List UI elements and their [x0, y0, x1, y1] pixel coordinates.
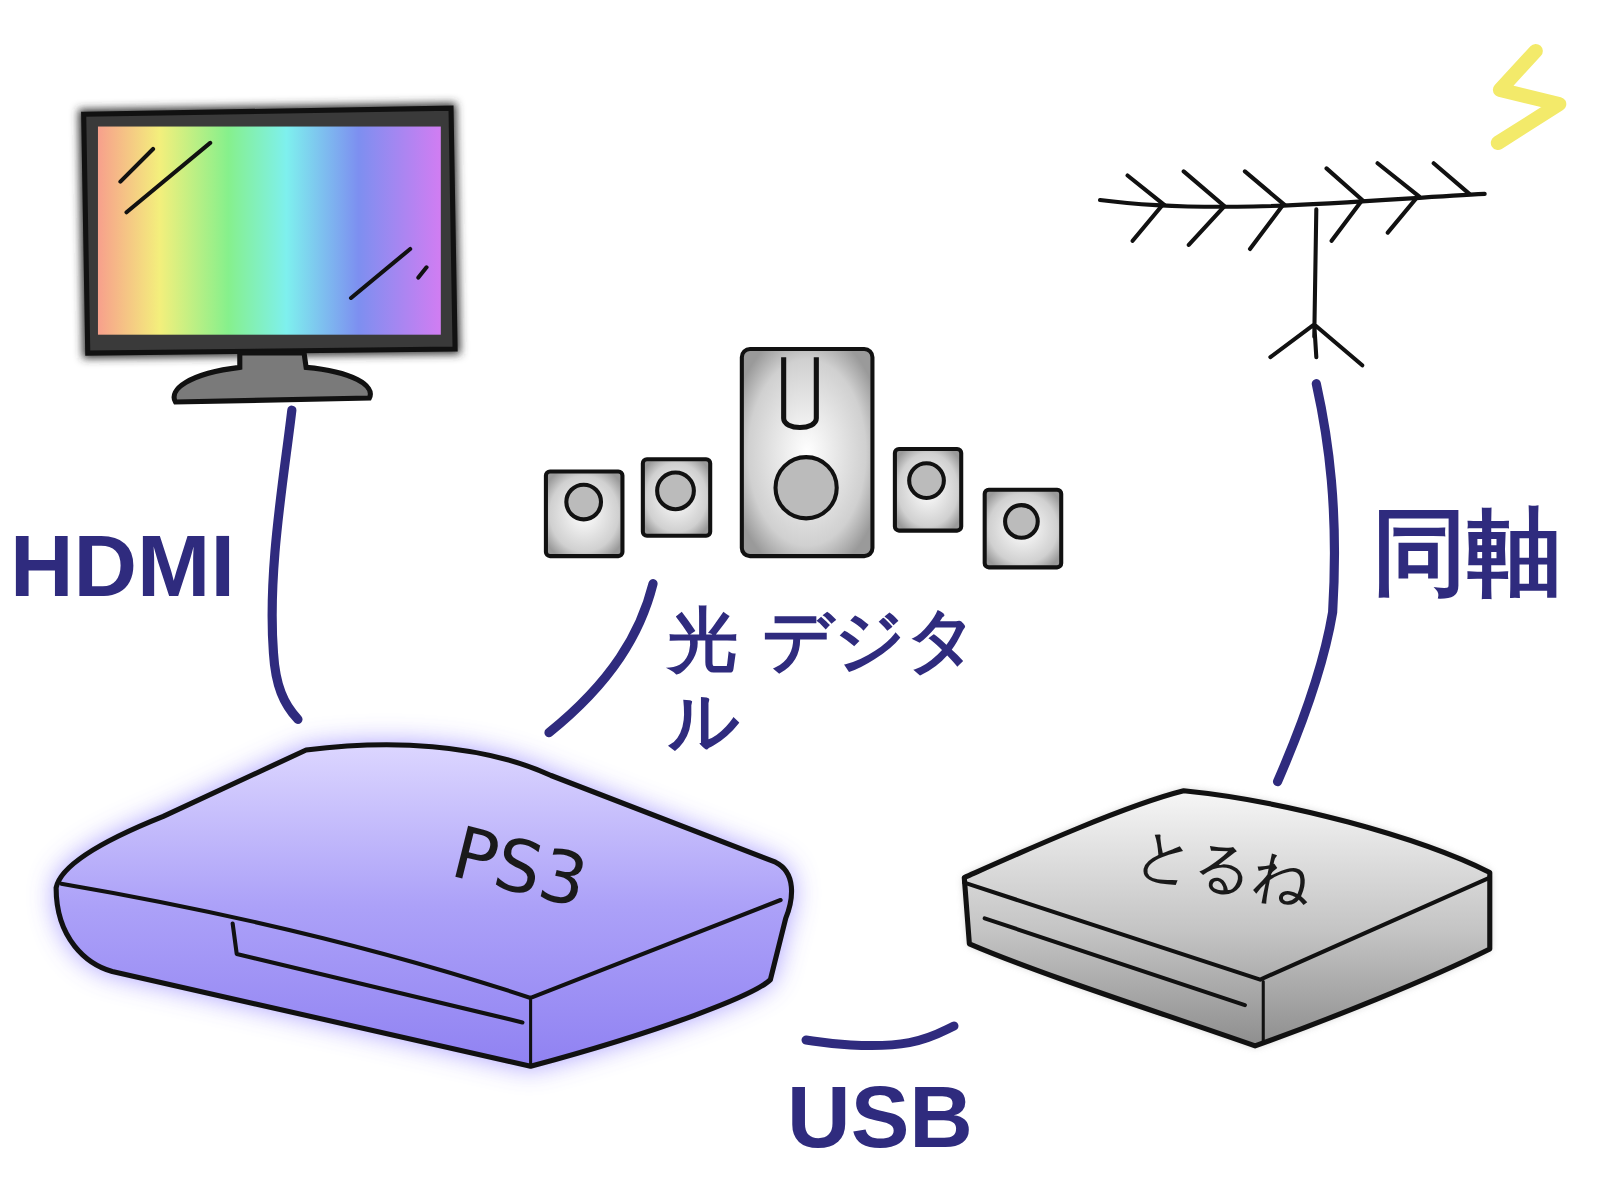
speaker-set [985, 490, 1062, 568]
cable-label: 光 デジタル [668, 600, 998, 761]
antenna [1128, 163, 1470, 249]
coaxial-cable [1278, 384, 1335, 782]
cable-label: 同軸 [1372, 498, 1562, 607]
device-outline [1262, 982, 1265, 1043]
device-outline [56, 745, 791, 1067]
television [120, 143, 426, 298]
device-outline [233, 923, 523, 1022]
television [84, 108, 455, 353]
device-outline [964, 791, 1490, 1046]
antenna [1270, 209, 1362, 365]
speaker-set [1005, 505, 1038, 538]
speaker-set [566, 485, 601, 520]
ps3-console: PS3 [41, 730, 806, 1082]
illustration [84, 51, 1559, 782]
cable-label: USB [781, 1066, 979, 1167]
speaker-set [909, 463, 944, 498]
speaker-set [895, 449, 961, 531]
optical-cable [549, 584, 653, 733]
television [84, 108, 455, 353]
television [174, 353, 370, 402]
device-outline [41, 730, 806, 1082]
cable-label: HDMI [10, 515, 235, 616]
device-outline [954, 780, 1505, 1056]
speaker-set [776, 457, 837, 518]
speaker-set [643, 459, 710, 536]
device-outline [529, 1000, 532, 1066]
device-outline [964, 791, 1490, 1046]
antenna [1100, 163, 1485, 365]
device-outline [56, 745, 791, 1067]
signal-bolt [1498, 51, 1559, 143]
hdmi-cable [272, 410, 298, 719]
speaker-set [657, 472, 694, 509]
device-outline [56, 745, 791, 1067]
television [98, 127, 441, 335]
torne-tuner: とるね [954, 780, 1505, 1056]
speaker-set [546, 471, 623, 556]
speaker-set [742, 349, 873, 556]
usb-cable [806, 1026, 954, 1046]
television [84, 108, 455, 402]
device-outline [61, 884, 780, 998]
speaker-set [784, 357, 817, 427]
device-outline [985, 918, 1245, 1005]
device-outline [964, 791, 1490, 1046]
speaker-set [546, 349, 1061, 567]
